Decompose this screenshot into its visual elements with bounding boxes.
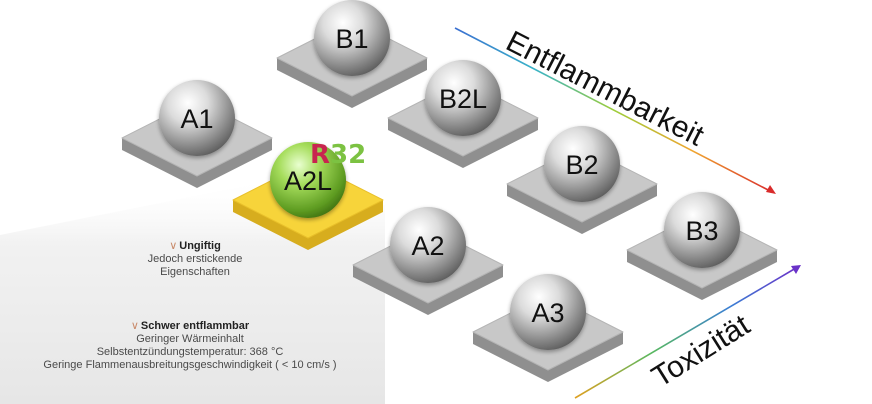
sphere-label: B3 [685,216,718,246]
platform-side [507,184,657,234]
cell-a3: A3 [472,274,624,382]
sphere-b2 [544,126,620,202]
info-block-flammability: ∨Schwer entflammbar Geringer Wärmeinhalt… [0,320,380,372]
sphere-label: A1 [180,104,213,134]
cell-b2l: B2L [387,60,539,168]
sphere-a1 [159,80,235,156]
platform-side [122,138,272,188]
sphere-a3 [510,274,586,350]
platform-side [233,200,383,250]
check-icon: ∨ [130,320,139,332]
r32-r: R [310,140,330,170]
check-icon: ∨ [169,240,178,252]
flammability-line-2: Selbstentzündungstemperatur: 368 °C [96,346,284,358]
sphere-b2l [425,60,501,136]
sphere-label: B1 [335,24,368,54]
sphere-label: B2L [439,84,487,114]
platform-side [388,118,538,168]
toxicity-axis [574,265,801,399]
sphere-b1 [314,0,390,76]
flammability-line-1: Geringer Wärmeinhalt [136,333,244,345]
platform-side [353,265,503,315]
sphere-b3 [664,192,740,268]
cell-b3: B3 [626,192,778,300]
platform-side [473,332,623,382]
toxicity-line-1: Jedoch erstickende [147,253,243,265]
sphere-label: A2 [411,231,444,261]
sphere-label: B2 [565,150,598,180]
sphere-label: A2L [284,166,332,196]
platform-side [277,58,427,108]
cell-b2: B2 [506,126,658,234]
flammability-line-3: Geringe Flammenausbreitungsgeschwindigke… [43,359,337,371]
cell-a1: A1 [121,80,273,188]
r32-number: 32 [330,140,366,170]
sphere-a2 [390,207,466,283]
cell-b1: B1 [276,0,428,108]
r32-badge: R 32 [310,140,366,170]
sphere-a2l [270,142,346,218]
info-block-toxicity: ∨Ungiftig Jedoch erstickende Eigenschaft… [100,240,290,279]
platform-side [627,250,777,300]
cell-a2: A2 [352,207,504,315]
toxicity-label: Toxizität [646,308,756,394]
toxicity-line-2: Eigenschaften [160,266,230,278]
toxicity-heading: Ungiftig [179,240,221,252]
flammability-axis [454,27,776,194]
flammability-label: Entflammbarkeit [501,25,710,153]
cell-a2l: A2L [232,142,384,250]
sphere-label: A3 [531,298,564,328]
flammability-heading: Schwer entflammbar [140,320,250,332]
